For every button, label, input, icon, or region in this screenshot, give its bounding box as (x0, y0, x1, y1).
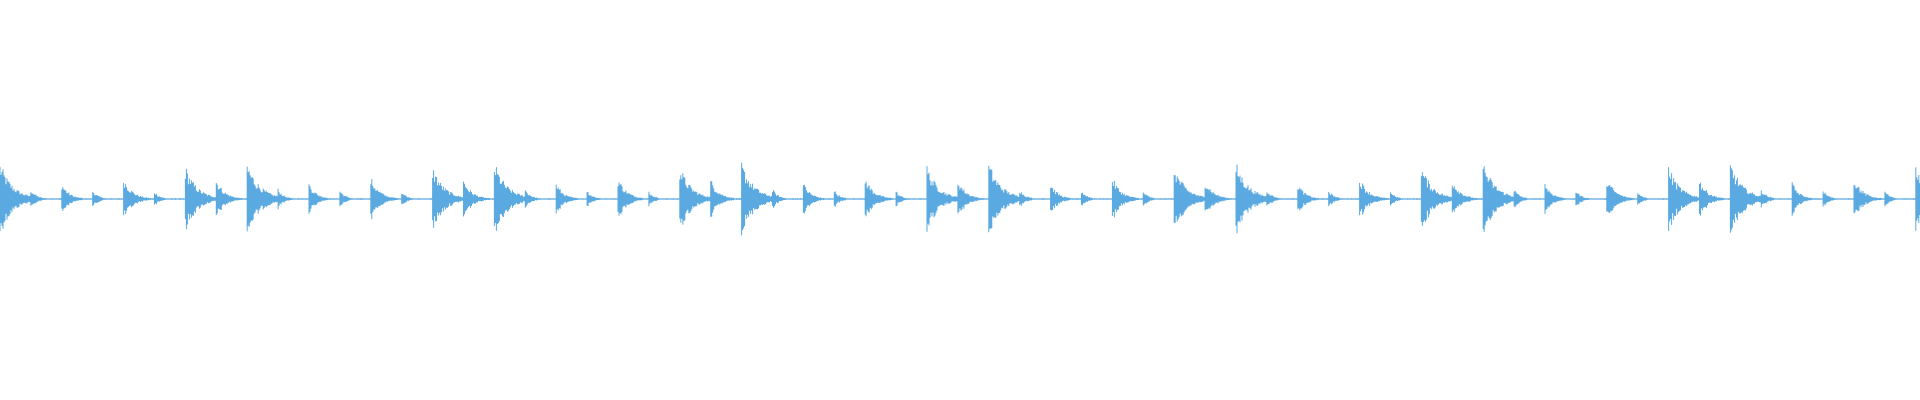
audio-waveform-panel (0, 162, 1920, 236)
audio-waveform (0, 162, 1920, 236)
